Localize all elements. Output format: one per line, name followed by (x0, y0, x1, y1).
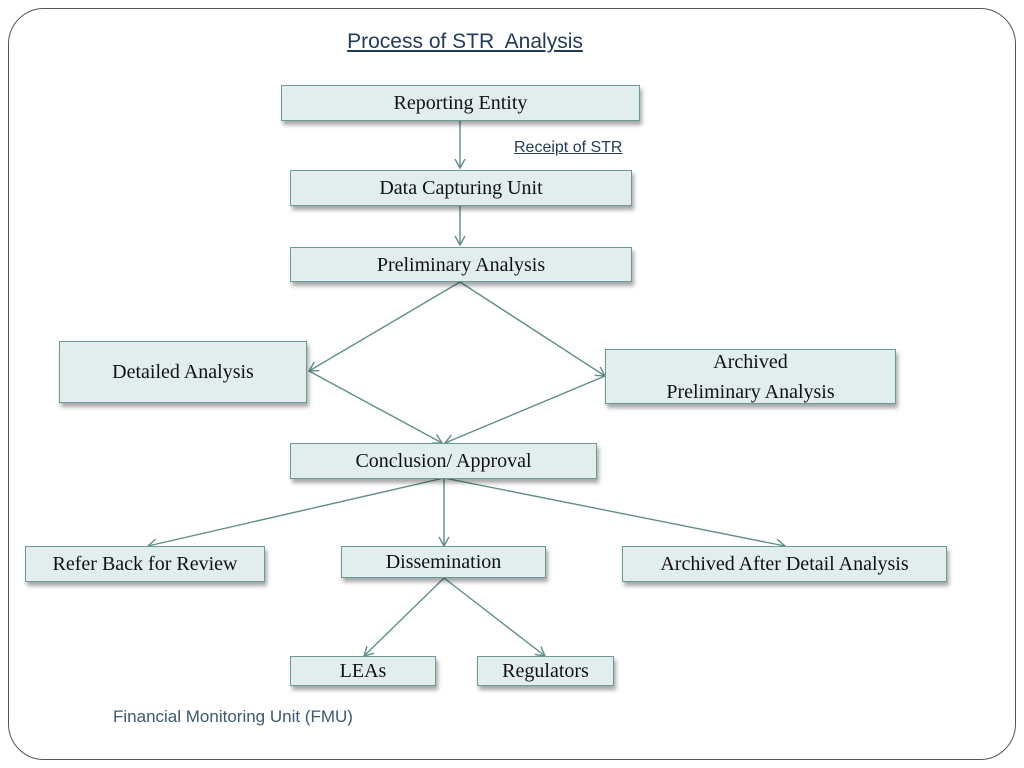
edge-label-receipt: Receipt of STR (514, 139, 623, 156)
arrow-archived-to-conclusion (443, 375, 606, 445)
arrow-detailed-to-conclusion (308, 370, 444, 444)
node-dissemination: Dissemination (341, 546, 546, 578)
arrow-preliminary-to-detailed (307, 281, 461, 372)
arrow-conclusion-to-refer (146, 477, 445, 550)
node-preliminary-analysis: Preliminary Analysis (290, 247, 632, 282)
diagram-title: Process of STR Analysis (347, 30, 583, 53)
node-data-capturing-unit: Data Capturing Unit (290, 170, 632, 206)
footer-organization: Financial Monitoring Unit (FMU) (113, 707, 353, 726)
node-regulators: Regulators (477, 656, 614, 686)
node-archived-preliminary: Archived Preliminary Analysis (605, 349, 896, 404)
node-conclusion-approval: Conclusion/ Approval (290, 443, 597, 479)
arrow-conclusion-to-archived-detail (443, 477, 787, 550)
node-reporting-entity: Reporting Entity (281, 85, 640, 121)
arrow-preliminary-to-archived (459, 281, 607, 377)
node-leas: LEAs (290, 656, 436, 686)
arrow-dissemination-to-leas (362, 577, 445, 658)
arrow-dissemination-to-regulators (443, 577, 547, 657)
node-detailed-analysis: Detailed Analysis (59, 341, 307, 403)
node-archived-after-detail: Archived After Detail Analysis (622, 546, 947, 582)
node-refer-back: Refer Back for Review (25, 546, 265, 582)
